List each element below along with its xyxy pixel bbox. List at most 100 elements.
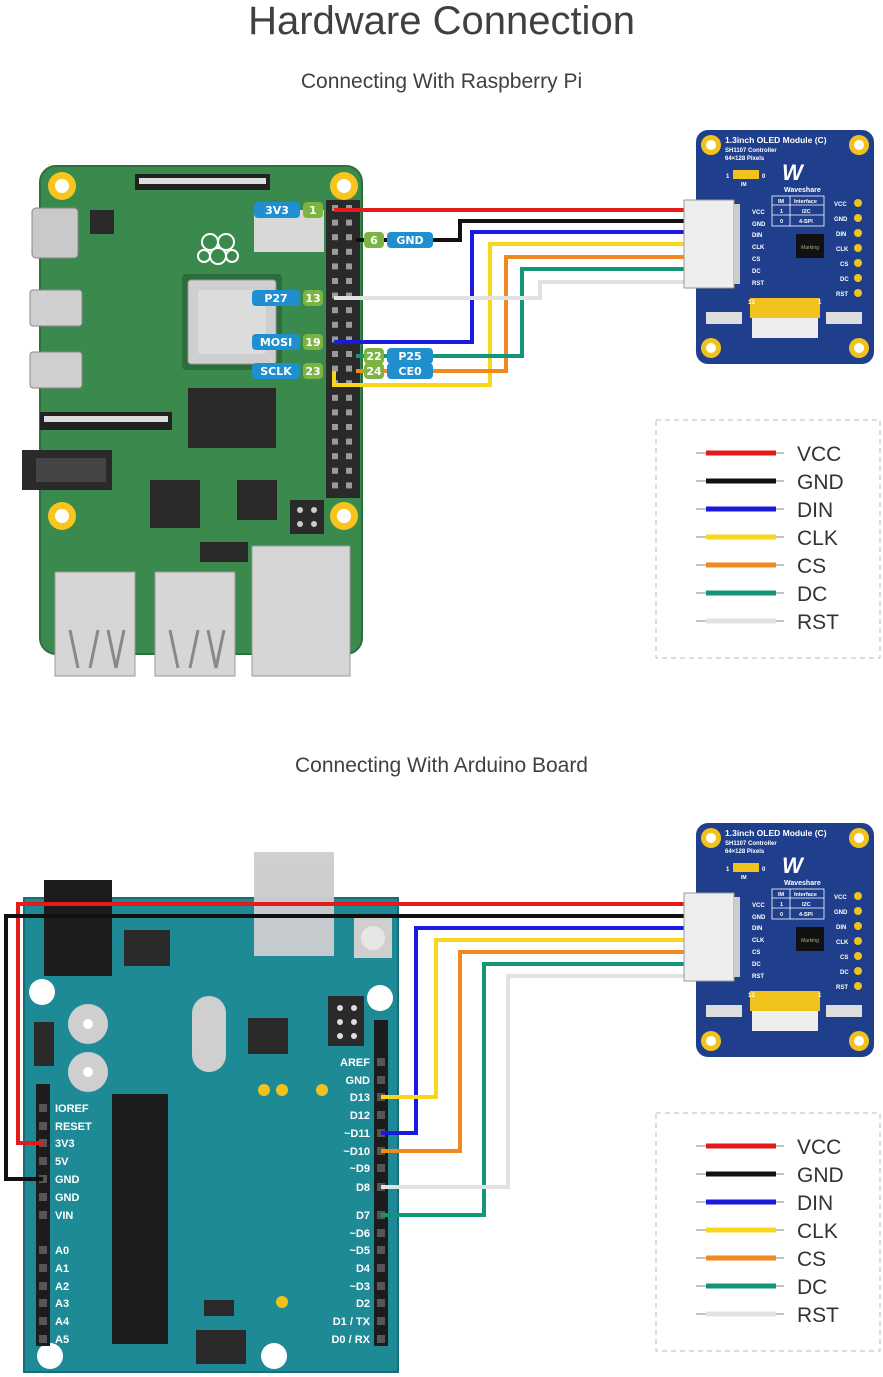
header-pin [39, 1264, 47, 1272]
pin-3v3: 3V3 1 [254, 202, 323, 218]
svg-text:GND: GND [834, 910, 848, 916]
gpio-pin [346, 365, 352, 372]
arduino-left-pin-label: A3 [55, 1298, 69, 1310]
gpio-pin [346, 394, 352, 401]
header-pin [377, 1299, 385, 1307]
svg-text:19: 19 [305, 336, 320, 349]
rpi-pin-labels: 3V3 1 6 GND P27 13 MOSI 19 22 P25 [252, 202, 433, 379]
svg-text:0: 0 [780, 219, 783, 225]
svg-text:VCC: VCC [752, 903, 765, 909]
arduino-left-pin-label: VIN [55, 1210, 73, 1222]
svg-text:23: 23 [305, 365, 320, 378]
waveshare-logo-icon: W [782, 160, 805, 185]
svg-text:DC: DC [840, 970, 849, 976]
svg-text:64×128 Pixels: 64×128 Pixels [725, 156, 765, 162]
arduino-right-pin-label: GND [346, 1075, 371, 1087]
gpio-pin [346, 263, 352, 270]
arduino-left-pin-label: A5 [55, 1334, 69, 1346]
svg-text:GND: GND [834, 217, 848, 223]
svg-text:Waveshare: Waveshare [784, 187, 821, 194]
svg-text:CLK: CLK [752, 245, 765, 251]
page-title: Hardware Connection [248, 0, 635, 43]
gpio-pin [332, 263, 338, 270]
svg-text:64×128 Pixels: 64×128 Pixels [725, 849, 765, 855]
gpio-pin [332, 394, 338, 401]
gpio-pin [346, 424, 352, 430]
svg-text:0: 0 [762, 867, 766, 873]
header-pin [39, 1282, 47, 1290]
gpio-pin [332, 453, 338, 460]
arduino-right-pin-label: D12 [350, 1110, 370, 1122]
legend-label: VCC [797, 1136, 841, 1159]
header-pin [39, 1299, 47, 1307]
header-pin [39, 1211, 47, 1219]
arduino-left-pin-label: 5V [55, 1156, 69, 1168]
gpio-pin [332, 321, 338, 328]
gpio-pin [346, 307, 352, 314]
svg-text:DIN: DIN [752, 233, 762, 239]
gpio-pin [346, 409, 352, 416]
svg-text:DIN: DIN [836, 232, 846, 238]
arduino-right-pin-label: ~D5 [350, 1245, 371, 1257]
svg-text:CS: CS [752, 950, 760, 956]
arduino-right-pin-label: D13 [350, 1092, 370, 1104]
svg-text:3V3: 3V3 [265, 204, 289, 217]
svg-text:13: 13 [748, 993, 755, 999]
arduino-left-pin-label: 3V3 [55, 1138, 75, 1150]
gpio-pin [332, 307, 338, 314]
legend-label: DIN [797, 499, 833, 522]
svg-text:DIN: DIN [752, 926, 762, 932]
header-pin [377, 1058, 385, 1066]
legend-label: CS [797, 1248, 826, 1271]
oled-module-bottom: 1.3inch OLED Module (C) SH1107 Controlle… [683, 823, 874, 1057]
svg-text:24: 24 [366, 365, 382, 378]
raspberry-logo-icon [197, 233, 239, 265]
svg-text:MOSI: MOSI [260, 336, 292, 349]
svg-text:Waveshare: Waveshare [784, 880, 821, 887]
legend-label: DC [797, 1276, 827, 1299]
svg-text:CLK: CLK [752, 938, 765, 944]
pin-p25: 22 P25 [364, 348, 433, 364]
rpi-section-subtitle: Connecting With Raspberry Pi [300, 70, 583, 93]
oled-module-top: 1.3inch OLED Module (C) SH1107 Controlle… [683, 130, 874, 364]
legend-label: GND [797, 471, 844, 494]
header-pin [377, 1335, 385, 1343]
svg-text:DIN: DIN [836, 925, 846, 931]
gpio-pin [332, 467, 338, 474]
gpio-pin [346, 438, 352, 445]
arduino-left-pin-label: IOREF [55, 1103, 89, 1115]
svg-text:6: 6 [370, 234, 378, 247]
gpio-pin [332, 248, 338, 255]
header-pin [377, 1111, 385, 1119]
arduino-left-pin-label: GND [55, 1192, 80, 1204]
gpio-pin [332, 409, 338, 416]
arduino-left-pin-label: GND [55, 1174, 80, 1186]
header-pin [377, 1229, 385, 1237]
gpio-pin [332, 278, 338, 284]
svg-text:CS: CS [840, 955, 848, 961]
svg-text:13: 13 [748, 300, 755, 306]
svg-text:IM: IM [741, 875, 747, 881]
svg-text:1: 1 [726, 867, 730, 873]
svg-text:1: 1 [309, 204, 317, 217]
arduino-right-pin-label: D1 / TX [333, 1316, 371, 1328]
gpio-pin [332, 292, 338, 299]
gpio-pin [332, 351, 338, 357]
waveshare-logo-icon: W [782, 853, 805, 878]
legend-label: RST [797, 611, 839, 634]
legend-label: RST [797, 1304, 839, 1327]
legend-label: DC [797, 583, 827, 606]
svg-text:Marking: Marking [801, 245, 819, 251]
header-pin [377, 1317, 385, 1325]
svg-text:CLK: CLK [836, 940, 849, 946]
pin-p27: P27 13 [252, 290, 323, 306]
svg-text:22: 22 [366, 350, 381, 363]
svg-text:Marking: Marking [801, 938, 819, 944]
legend-label: DIN [797, 1192, 833, 1215]
svg-text:4-SPI: 4-SPI [799, 912, 813, 918]
svg-text:RST: RST [836, 292, 848, 298]
gpio-pin [332, 482, 338, 489]
